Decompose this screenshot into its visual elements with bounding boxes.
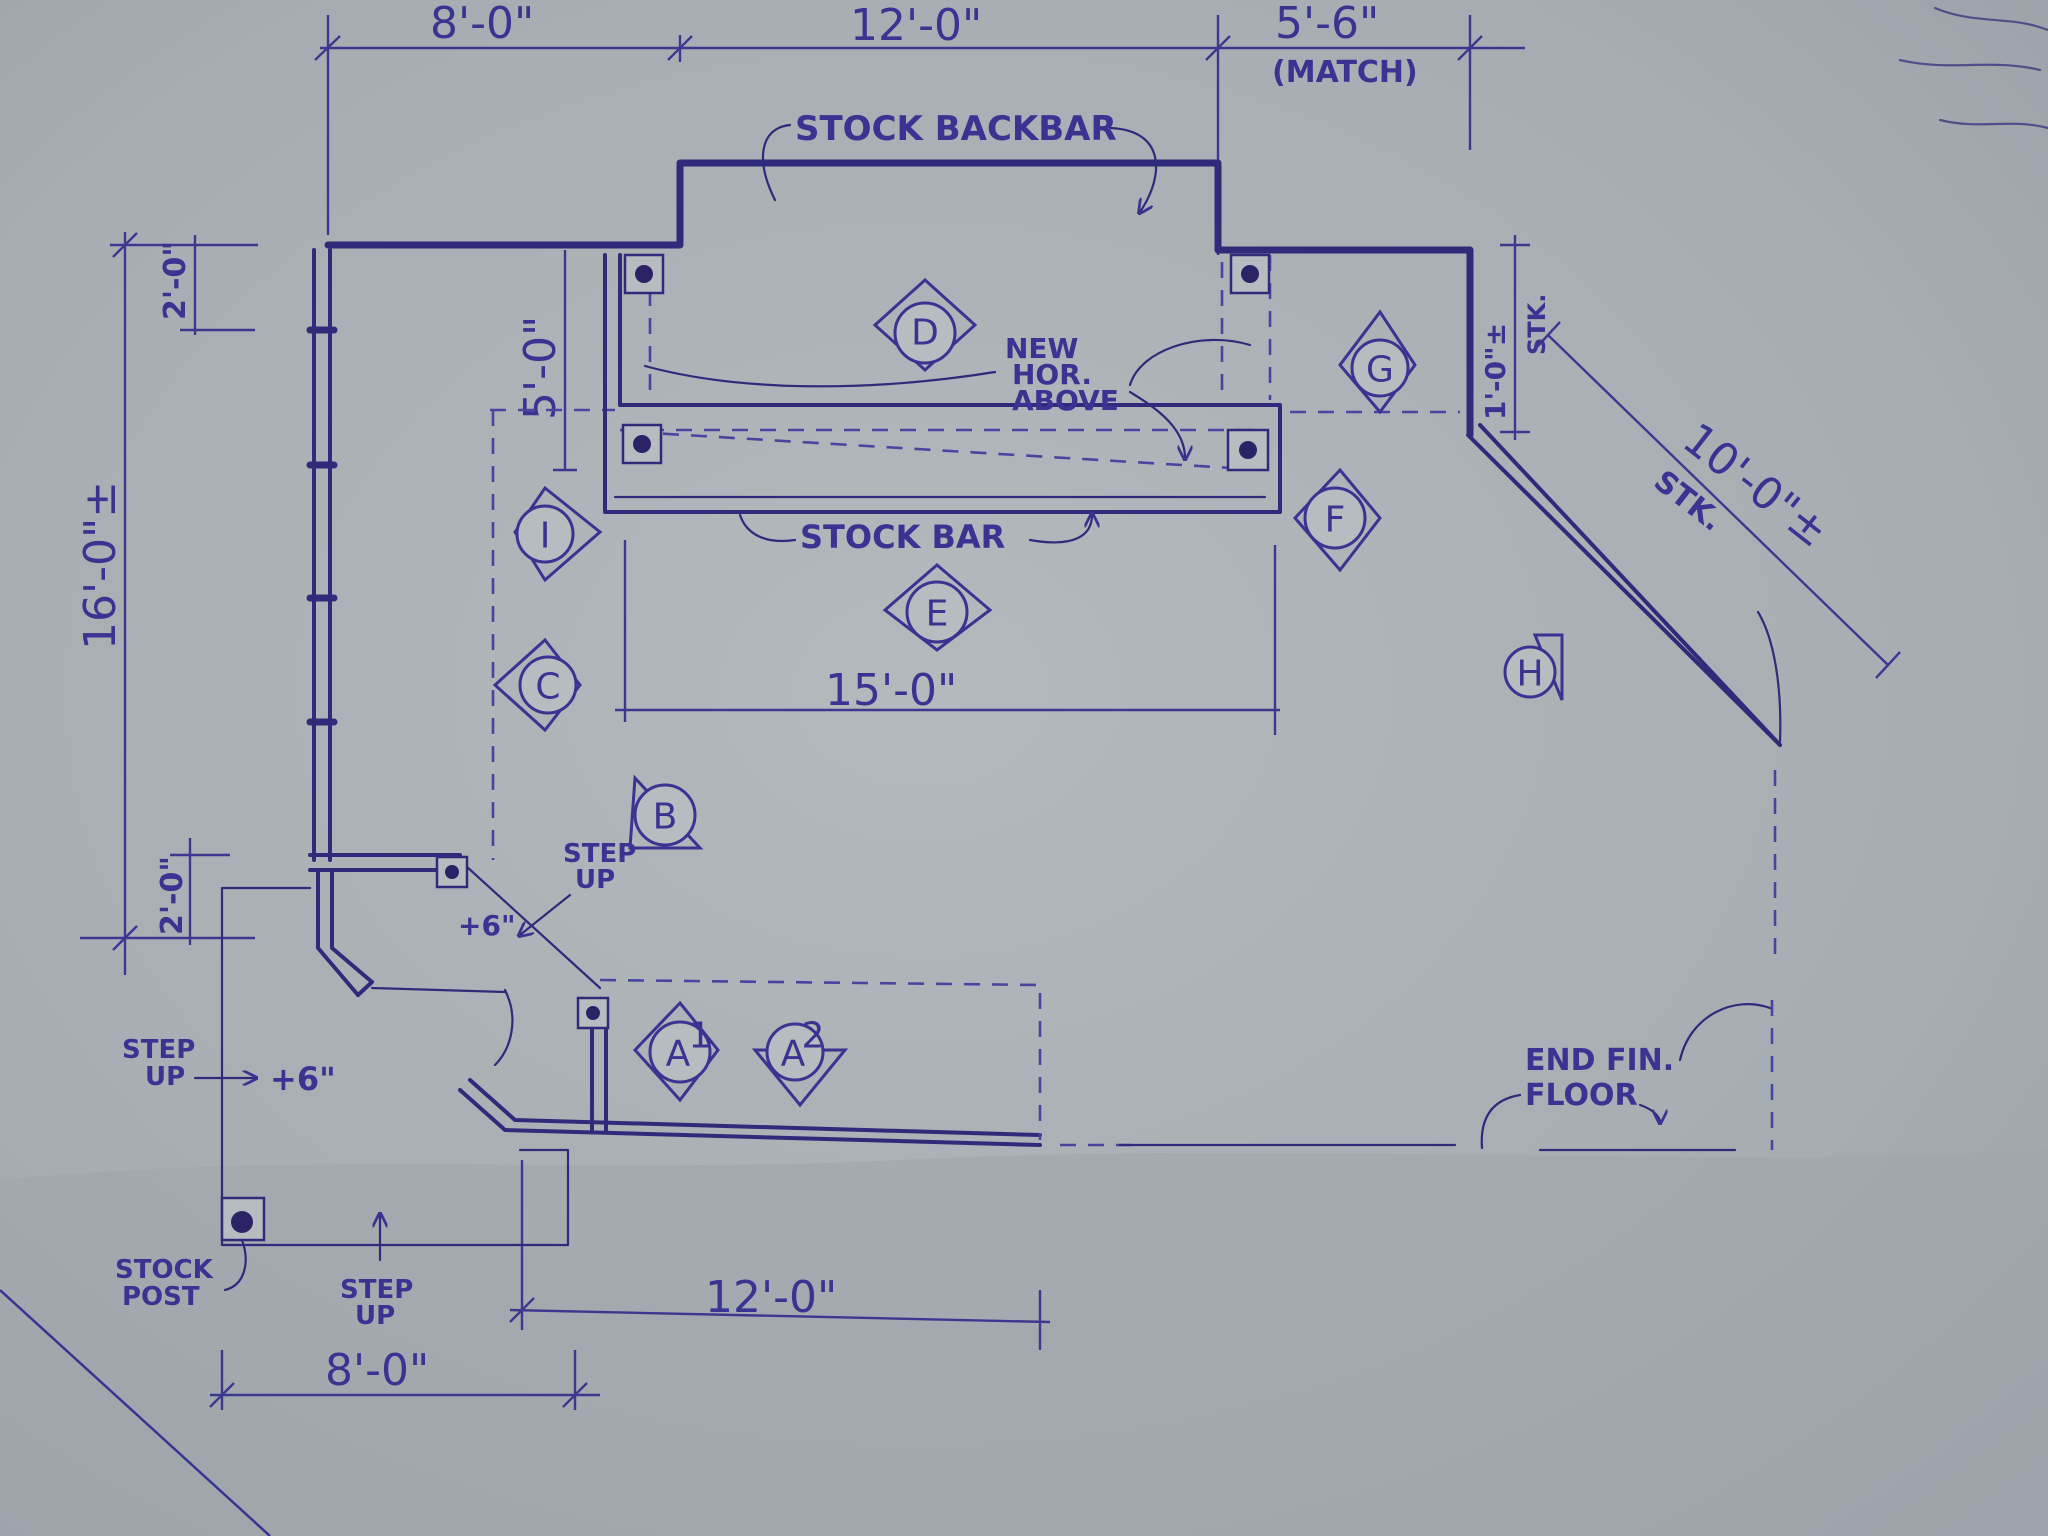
dim-top-right: 5'-6" bbox=[1275, 0, 1379, 49]
svg-text:H: H bbox=[1516, 654, 1543, 695]
label-step-up-2a: STEP bbox=[122, 1035, 195, 1065]
svg-text:1: 1 bbox=[689, 1016, 712, 1057]
dim-top-mid: 12'-0" bbox=[850, 0, 982, 51]
label-step-up-1b: UP bbox=[575, 865, 615, 895]
stock-post bbox=[220, 1196, 266, 1242]
paper-corner-crease bbox=[0, 1289, 271, 1536]
dim-left-lower: 2'-0" bbox=[155, 856, 190, 935]
backbar-wall bbox=[324, 159, 1474, 439]
view-tag-i: I bbox=[513, 485, 603, 583]
label-stock-bar: STOCK BAR bbox=[800, 518, 1005, 556]
label-plus-six-1: +6" bbox=[458, 909, 516, 942]
view-tag-h: H bbox=[1503, 633, 1564, 701]
right-short-dimension bbox=[1500, 235, 1530, 440]
label-end-fin-line2: FLOOR bbox=[1525, 1078, 1638, 1113]
dashed-overhead-lines bbox=[490, 255, 1777, 1152]
label-step-up-1a: STEP bbox=[563, 839, 636, 869]
svg-text:C: C bbox=[535, 667, 560, 708]
dim-left-upper: 2'-0" bbox=[158, 241, 193, 320]
new-hor-arrows bbox=[643, 338, 1252, 458]
dim-bar-depth: 5'-0" bbox=[515, 316, 566, 420]
view-tag-f: F bbox=[1292, 467, 1382, 573]
right-angled-wall bbox=[1466, 423, 1782, 747]
end-fin-arrows bbox=[1480, 1003, 1772, 1150]
paper-fold-shadow bbox=[0, 1150, 2048, 1536]
diagonal-dimension bbox=[1535, 321, 1901, 679]
dim-top-right-note: (MATCH) bbox=[1272, 55, 1418, 90]
label-step-up-3a: STEP bbox=[340, 1275, 413, 1305]
view-tag-e: E bbox=[882, 563, 993, 652]
view-tag-a2: A 2 bbox=[751, 1016, 849, 1108]
stock-post bbox=[1226, 428, 1270, 472]
svg-text:D: D bbox=[911, 313, 939, 354]
dim-top-left: 8'-0" bbox=[430, 0, 534, 49]
svg-text:F: F bbox=[1325, 500, 1346, 541]
bar-width-dimension bbox=[615, 540, 1280, 735]
label-step-up-2b: UP bbox=[145, 1062, 185, 1092]
stock-post bbox=[623, 253, 665, 295]
dim-right-short-note: STK. bbox=[1523, 294, 1551, 355]
svg-text:A: A bbox=[666, 1034, 691, 1075]
view-tag-b: B bbox=[628, 774, 704, 850]
stock-post bbox=[435, 855, 469, 889]
svg-text:E: E bbox=[926, 594, 949, 635]
bottom-left-dimension bbox=[209, 1350, 600, 1410]
label-stock-backbar: STOCK BACKBAR bbox=[795, 109, 1117, 149]
stock-bar-counter bbox=[603, 253, 1282, 514]
step-up-1-arrow bbox=[520, 893, 572, 935]
view-tag-d: D bbox=[872, 277, 978, 373]
label-stock-post-line1: STOCK bbox=[115, 1255, 214, 1285]
stock-bar-arrows bbox=[738, 515, 1092, 544]
edge-sketch-lines bbox=[1898, 6, 2048, 130]
view-tag-a1: A 1 bbox=[632, 1000, 720, 1103]
dim-right-short: 1'-0"± bbox=[1479, 323, 1512, 420]
stock-post bbox=[621, 423, 663, 465]
label-plus-six-2: +6" bbox=[270, 1060, 336, 1098]
svg-text:A: A bbox=[781, 1034, 806, 1075]
stock-post bbox=[576, 996, 610, 1030]
label-end-fin-line1: END FIN. bbox=[1525, 1043, 1674, 1078]
label-new-hor-line2: HOR. bbox=[1012, 358, 1092, 391]
dim-bottom-left: 8'-0" bbox=[325, 1345, 429, 1396]
label-new-hor-line1: NEW bbox=[1005, 332, 1079, 365]
bar-depth-dimension bbox=[553, 250, 577, 472]
top-dimension-line bbox=[314, 15, 1525, 255]
left-wall-with-windows bbox=[306, 248, 462, 872]
stock-backbar-arrows bbox=[761, 123, 1158, 212]
svg-text:G: G bbox=[1366, 350, 1394, 391]
view-tag-g: G bbox=[1338, 309, 1417, 415]
dim-left-total: 16'-0"± bbox=[75, 481, 126, 650]
dim-bottom-mid: 12'-0" bbox=[705, 1272, 837, 1323]
label-step-up-3b: UP bbox=[355, 1301, 395, 1331]
svg-text:B: B bbox=[653, 797, 678, 838]
dim-bar-width: 15'-0" bbox=[825, 665, 957, 716]
svg-text:2: 2 bbox=[802, 1016, 825, 1057]
label-new-hor-line3: ABOVE bbox=[1012, 384, 1119, 417]
label-stock-post-line2: POST bbox=[122, 1282, 200, 1312]
left-dimension-line bbox=[80, 232, 258, 975]
entry-vestibule bbox=[220, 864, 1042, 1247]
view-tag-c: C bbox=[492, 637, 582, 733]
stock-post-leader bbox=[223, 1238, 247, 1292]
stock-post bbox=[1229, 253, 1271, 295]
svg-text:I: I bbox=[540, 516, 551, 557]
